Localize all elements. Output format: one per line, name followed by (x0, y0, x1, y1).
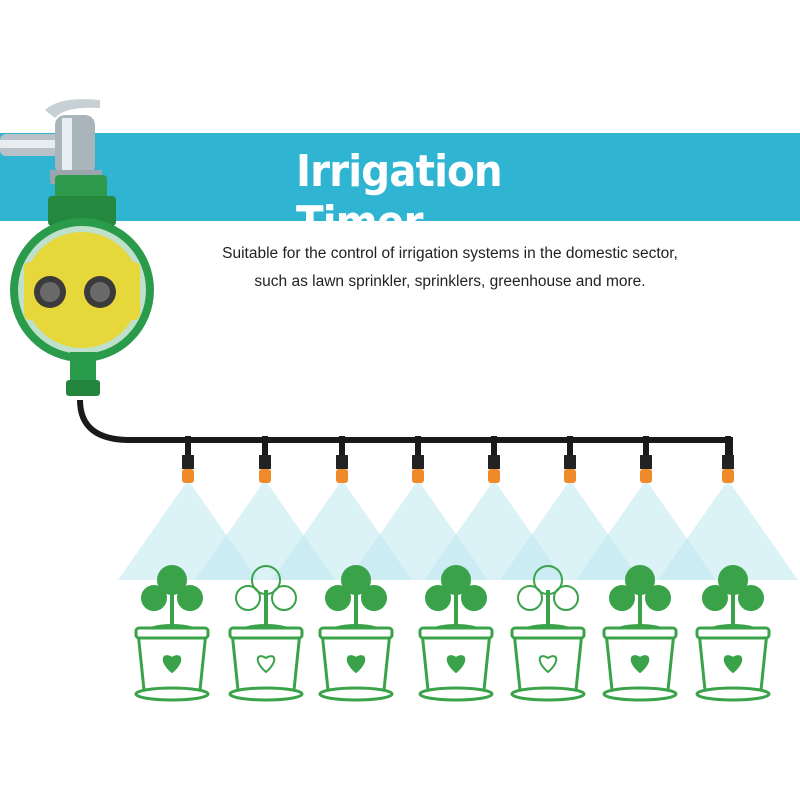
heart-icon (723, 655, 743, 674)
plant-pot-7 (695, 565, 771, 702)
description-line-1: Suitable for the control of irrigation s… (222, 245, 678, 262)
nozzle-icon (259, 469, 271, 483)
nozzle-icon (488, 469, 500, 483)
sprinkler-8 (658, 436, 798, 580)
plant-pot-3 (318, 565, 394, 702)
nozzle-icon (412, 469, 424, 483)
heart-icon (538, 655, 558, 674)
description-text: Suitable for the control of irrigation s… (140, 240, 760, 296)
faucet-icon (0, 99, 102, 184)
heart-icon (630, 655, 650, 674)
nozzle-icon (564, 469, 576, 483)
nozzle-icon (722, 469, 734, 483)
plant-pot-1 (134, 565, 210, 702)
heart-icon (256, 655, 276, 674)
plant-pot-5 (510, 565, 586, 702)
description-line-2: such as lawn sprinkler, sprinklers, gree… (254, 273, 646, 290)
hose-line (77, 399, 733, 460)
nozzle-icon (182, 469, 194, 483)
heart-icon (346, 655, 366, 674)
plant-pot-2 (228, 565, 304, 702)
pot-row (134, 565, 771, 702)
heart-icon (162, 655, 182, 674)
plant-pot-6 (602, 565, 678, 702)
title-banner (0, 133, 800, 221)
nozzle-icon (336, 469, 348, 483)
heart-icon (446, 655, 466, 674)
page-title: Irrigation Timer (296, 146, 503, 248)
sprinkler-row (118, 436, 798, 580)
nozzle-icon (640, 469, 652, 483)
plant-pot-4 (418, 565, 494, 702)
irrigation-timer-device (10, 175, 154, 396)
